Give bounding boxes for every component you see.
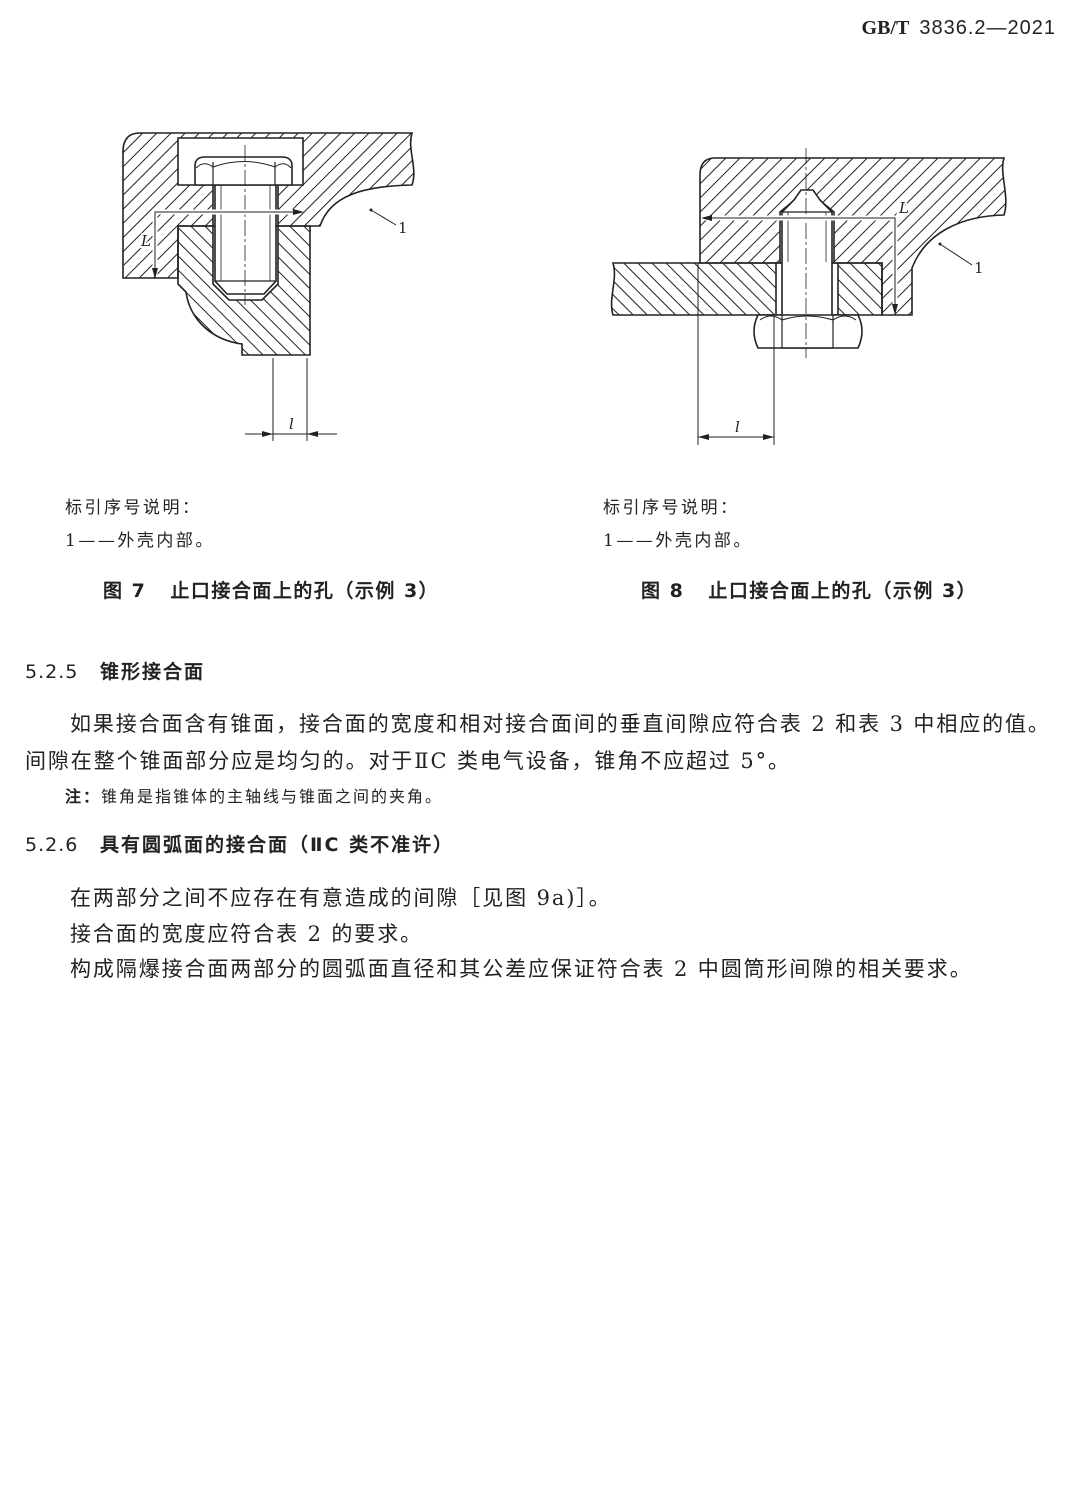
standard-code-number: 3836.2—2021 [919, 17, 1056, 39]
dimension-l: l [245, 358, 337, 441]
arrowhead [262, 431, 273, 437]
note-text: 锥角是指锥体的主轴线与锥面之间的夹角。 [101, 787, 444, 806]
section-number: 5.2.5 [25, 661, 79, 683]
arrowhead [701, 215, 712, 221]
figure-8-legend-item: 1——外壳内部。 [603, 531, 753, 551]
item-leader: 1 [938, 242, 984, 277]
figure-8-caption-number: 图 8 [641, 580, 685, 602]
dimension-L-label: L [898, 199, 909, 217]
dimension-L: L [701, 197, 911, 315]
section-title: 锥形接合面 [100, 661, 206, 683]
figure-7-caption-title: 止口接合面上的孔（示例 3） [170, 580, 440, 602]
figure-8-legend-title: 标引序号说明： [603, 498, 740, 518]
item-label: 1 [398, 219, 408, 237]
paragraph-line: 如果接合面含有锥面，接合面的宽度和相对接合面间的垂直间隙应符合表 2 和表 3 … [70, 712, 1051, 736]
figure-8-caption: 图 8 止口接合面上的孔（示例 3） [641, 580, 977, 602]
leader-dot [369, 208, 373, 212]
arrowhead [763, 434, 774, 440]
dimension-l-label: l [289, 415, 294, 433]
dimension-L: L [138, 209, 304, 279]
standard-code: GB/T 3836.2—2021 [862, 14, 1056, 41]
dimension-L-line [703, 217, 896, 312]
figure-8-caption-title: 止口接合面上的孔（示例 3） [708, 580, 978, 602]
arrowhead [293, 209, 304, 215]
arrowhead [892, 304, 898, 315]
paragraph-line: 构成隔爆接合面两部分的圆弧面直径和其公差应保证符合表 2 中圆筒形间隙的相关要求… [70, 957, 973, 981]
hex-head [194, 156, 293, 186]
dimension-L-line [154, 211, 300, 276]
arrowhead [307, 431, 318, 437]
figure-7-caption: 图 7 止口接合面上的孔（示例 3） [103, 580, 439, 602]
leader-line [939, 243, 973, 266]
figures-drawing-area: 1 L l [122, 132, 1007, 445]
stud-shank [781, 189, 833, 349]
section-heading: 5.2.6 具有圆弧面的接合面（ⅡC 类不准许） [25, 833, 454, 857]
section-number: 5.2.6 [25, 834, 79, 856]
paragraph-line: 在两部分之间不应存在有意造成的间隙［见图 9a)］。 [70, 886, 612, 910]
flange-plate-section [610, 262, 883, 316]
leader-dot [938, 242, 942, 246]
standard-code-prefix: GB/T [861, 17, 910, 39]
item-leader: 1 [369, 208, 408, 237]
dimension-l-label: l [735, 418, 740, 436]
paragraph-line: 接合面的宽度应符合表 2 的要求。 [70, 922, 424, 946]
cover-section [177, 225, 311, 356]
section-heading: 5.2.5 锥形接合面 [25, 660, 205, 684]
leader-line [370, 209, 397, 226]
section-title: 具有圆弧面的接合面（ⅡC 类不准许） [100, 834, 455, 856]
note: 注：锥角是指锥体的主轴线与锥面之间的夹角。 [65, 787, 443, 807]
arrowhead [698, 434, 709, 440]
figure-7-legend-title: 标引序号说明： [65, 498, 202, 518]
figure-7-drawing: 1 L l [122, 132, 415, 441]
figure-7-caption-number: 图 7 [103, 580, 147, 602]
dimension-L-label: L [140, 232, 151, 250]
arrowhead [152, 268, 158, 279]
paragraph-line: 间隙在整个锥面部分应是均匀的。对于ⅡC 类电气设备，锥角不应超过 5°。 [25, 749, 791, 773]
note-label: 注： [65, 787, 102, 806]
nut-chamfer-arcs [759, 315, 857, 321]
hex-chamfer-arcs [195, 161, 292, 169]
dimension-l: l [697, 263, 775, 445]
figure-8-drawing: 1 L l [610, 148, 1007, 445]
nut [753, 314, 863, 349]
bolt-shank [214, 184, 277, 295]
figure-7-legend-item: 1——外壳内部。 [65, 531, 215, 551]
item-label: 1 [974, 259, 984, 277]
